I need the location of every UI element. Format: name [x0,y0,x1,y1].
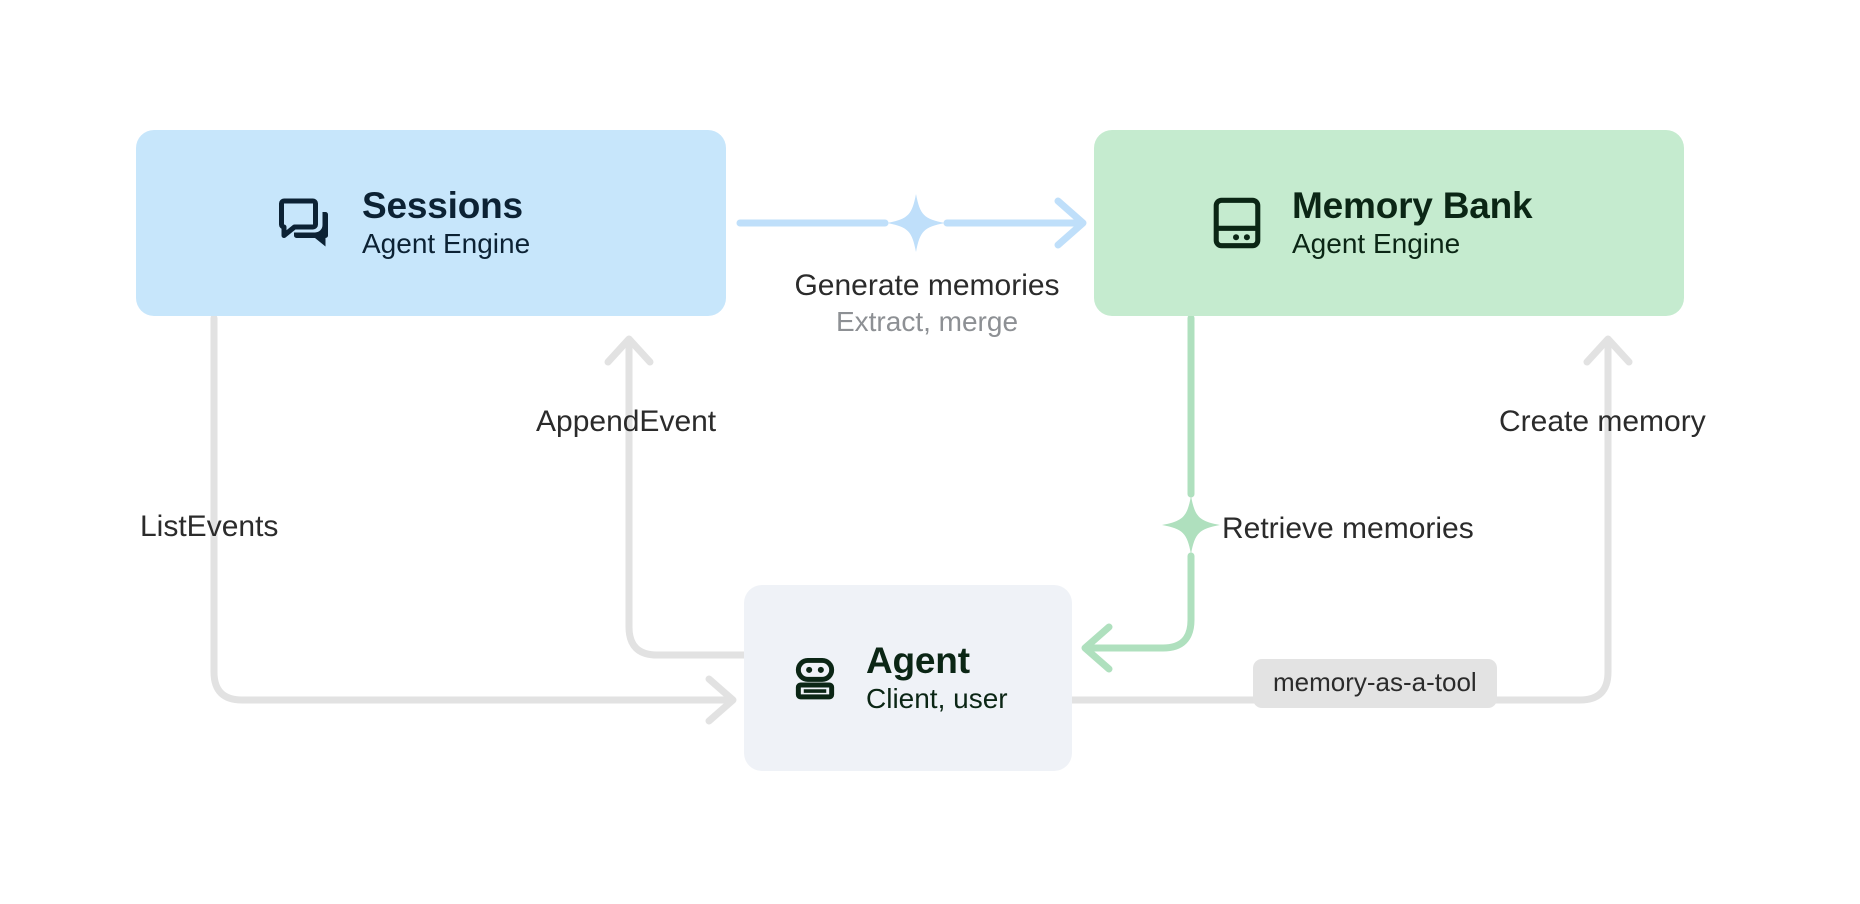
edge-label-generate-memories-main: Generate memories [794,269,1060,302]
node-sessions-title: Sessions [362,185,523,227]
sparkle-icon-generate [887,194,945,252]
node-memory-bank-title: Memory Bank [1292,185,1533,227]
edge-list-events-arrowhead [705,675,737,725]
edge-retrieve-memories-lower [1082,552,1195,652]
chat-bubbles-icon [276,193,336,253]
edge-append-event-arrowhead [604,335,654,366]
node-agent-subtitle: Client, user [866,682,1008,714]
node-agent[interactable]: Agent Client, user [744,585,1072,771]
edge-label-list-events: ListEvents [140,510,279,543]
database-icon [1208,194,1266,252]
node-agent-title: Agent [866,640,970,682]
node-sessions[interactable]: Sessions Agent Engine [136,130,726,316]
robot-icon [788,651,842,705]
edge-label-generate-memories: Generate memories Extract, merge [767,268,1087,339]
edge-label-append-event: AppendEvent [536,405,717,438]
edge-label-create-memory: Create memory [1499,405,1706,438]
node-agent-text: Agent Client, user [866,640,1008,715]
tag-memory-as-a-tool: memory-as-a-tool [1253,659,1497,708]
node-memory-bank[interactable]: Memory Bank Agent Engine [1094,130,1684,316]
edge-label-retrieve-memories: Retrieve memories [1222,512,1474,545]
node-sessions-subtitle: Agent Engine [362,227,531,259]
edge-label-generate-memories-sub: Extract, merge [835,305,1019,337]
edge-retrieve-memories-arrowhead [1081,623,1113,673]
edge-create-memory-arrowhead [1583,335,1633,366]
node-sessions-text: Sessions Agent Engine [362,185,530,260]
node-memory-bank-text: Memory Bank Agent Engine [1292,185,1533,260]
edge-list-events [210,314,736,704]
sparkle-icon-retrieve [1162,496,1220,554]
edge-generate-memories-arrowhead [1054,197,1087,249]
node-memory-bank-subtitle: Agent Engine [1292,227,1461,259]
edge-append-event [625,336,748,659]
edge-create-memory [1068,336,1612,704]
